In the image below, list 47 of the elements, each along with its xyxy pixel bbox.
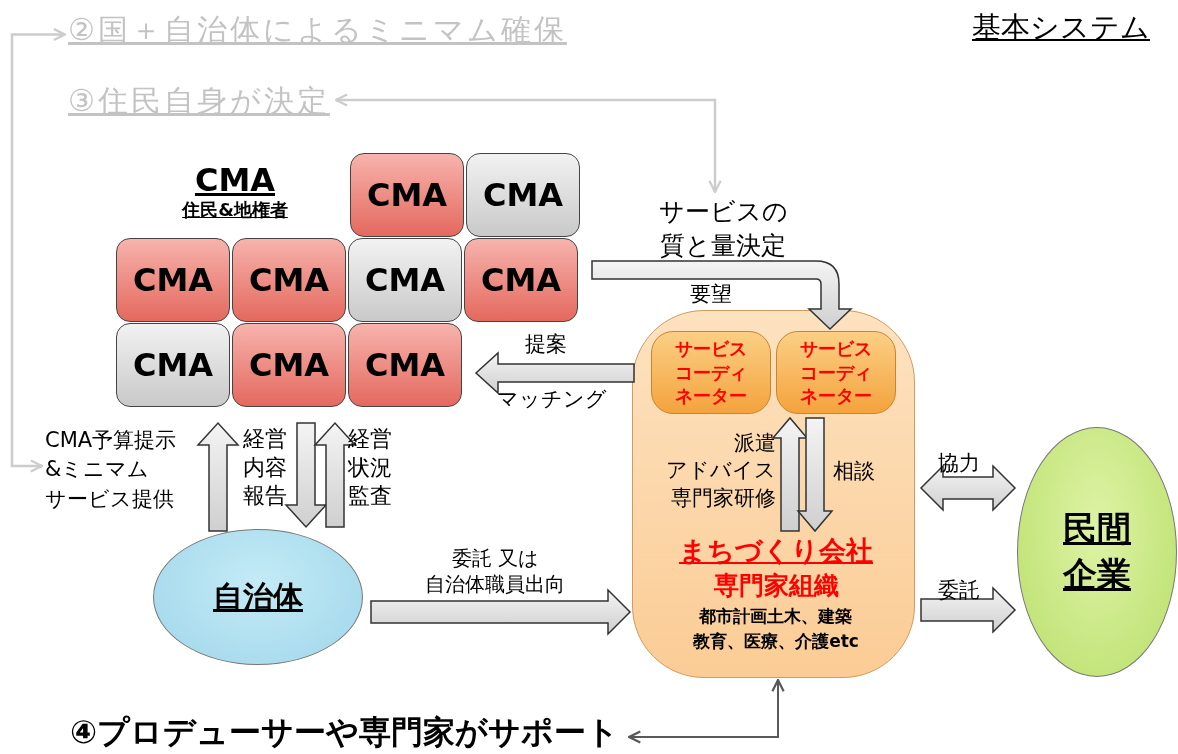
numbered-heading: ②国＋自治体によるミニマム確保: [68, 10, 567, 51]
note-text: サービスの質と量決定: [648, 195, 798, 263]
block-arrow: [370, 588, 632, 636]
note-text: CMA予算提示&ミニマムサービス提供: [45, 426, 215, 515]
block-arrow: [796, 417, 834, 533]
cma-box: CMA: [116, 323, 230, 407]
ellipse-node: 民間企業: [1017, 427, 1177, 677]
title-text: 基本システム: [972, 9, 1150, 46]
block-arrow: [591, 260, 852, 330]
block-arrow: [284, 422, 328, 529]
numbered-heading: ④プロデューサーや専門家がサポート: [70, 711, 620, 754]
block-arrow: [196, 421, 240, 532]
cma-box: CMA: [232, 323, 346, 407]
group-heading: CMA: [194, 163, 276, 199]
connector-line: [10, 27, 67, 473]
coordinator-box: サービスコーディネーター: [651, 331, 771, 414]
cma-box: CMA: [464, 238, 578, 322]
edge-label: 派遣アドバイス専門家研修: [665, 430, 776, 512]
connector-line: [334, 93, 722, 194]
cma-box: CMA: [232, 238, 346, 322]
organization-subname: 専門家組織: [713, 569, 839, 602]
ellipse-node: 自治体: [153, 529, 363, 665]
organization-box: [632, 310, 915, 678]
field-list: 都市計画土木、建築教育、医療、介護etc: [693, 601, 859, 654]
edge-label: 委託 又は自治体職員出向: [424, 545, 566, 597]
group-subheading: 住民&地権者: [182, 198, 288, 223]
cma-box: CMA: [348, 238, 462, 322]
caption-text: マッチング: [497, 386, 607, 413]
cma-box: CMA: [466, 153, 580, 237]
edge-label: 提案: [525, 331, 567, 358]
connector-line: [627, 678, 785, 744]
edge-label: 経営内容報告: [243, 425, 288, 511]
organization-name: まちづくり会社: [679, 533, 873, 568]
edge-label: 委託: [938, 577, 980, 604]
edge-label: 相談: [833, 458, 875, 485]
block-arrow: [313, 421, 357, 528]
coordinator-box: サービスコーディネーター: [776, 331, 896, 414]
cma-box: CMA: [350, 153, 464, 237]
block-arrow: [474, 351, 635, 395]
cma-box: CMA: [348, 323, 462, 407]
cma-box: CMA: [116, 238, 230, 322]
edge-label: 経営状況監査: [348, 425, 393, 511]
numbered-heading: ③住民自身が決定: [68, 81, 330, 122]
block-arrow: [920, 586, 1017, 634]
block-arrow: [919, 464, 1017, 512]
edge-label: 協力: [938, 450, 980, 477]
edge-label: 要望: [690, 281, 732, 308]
